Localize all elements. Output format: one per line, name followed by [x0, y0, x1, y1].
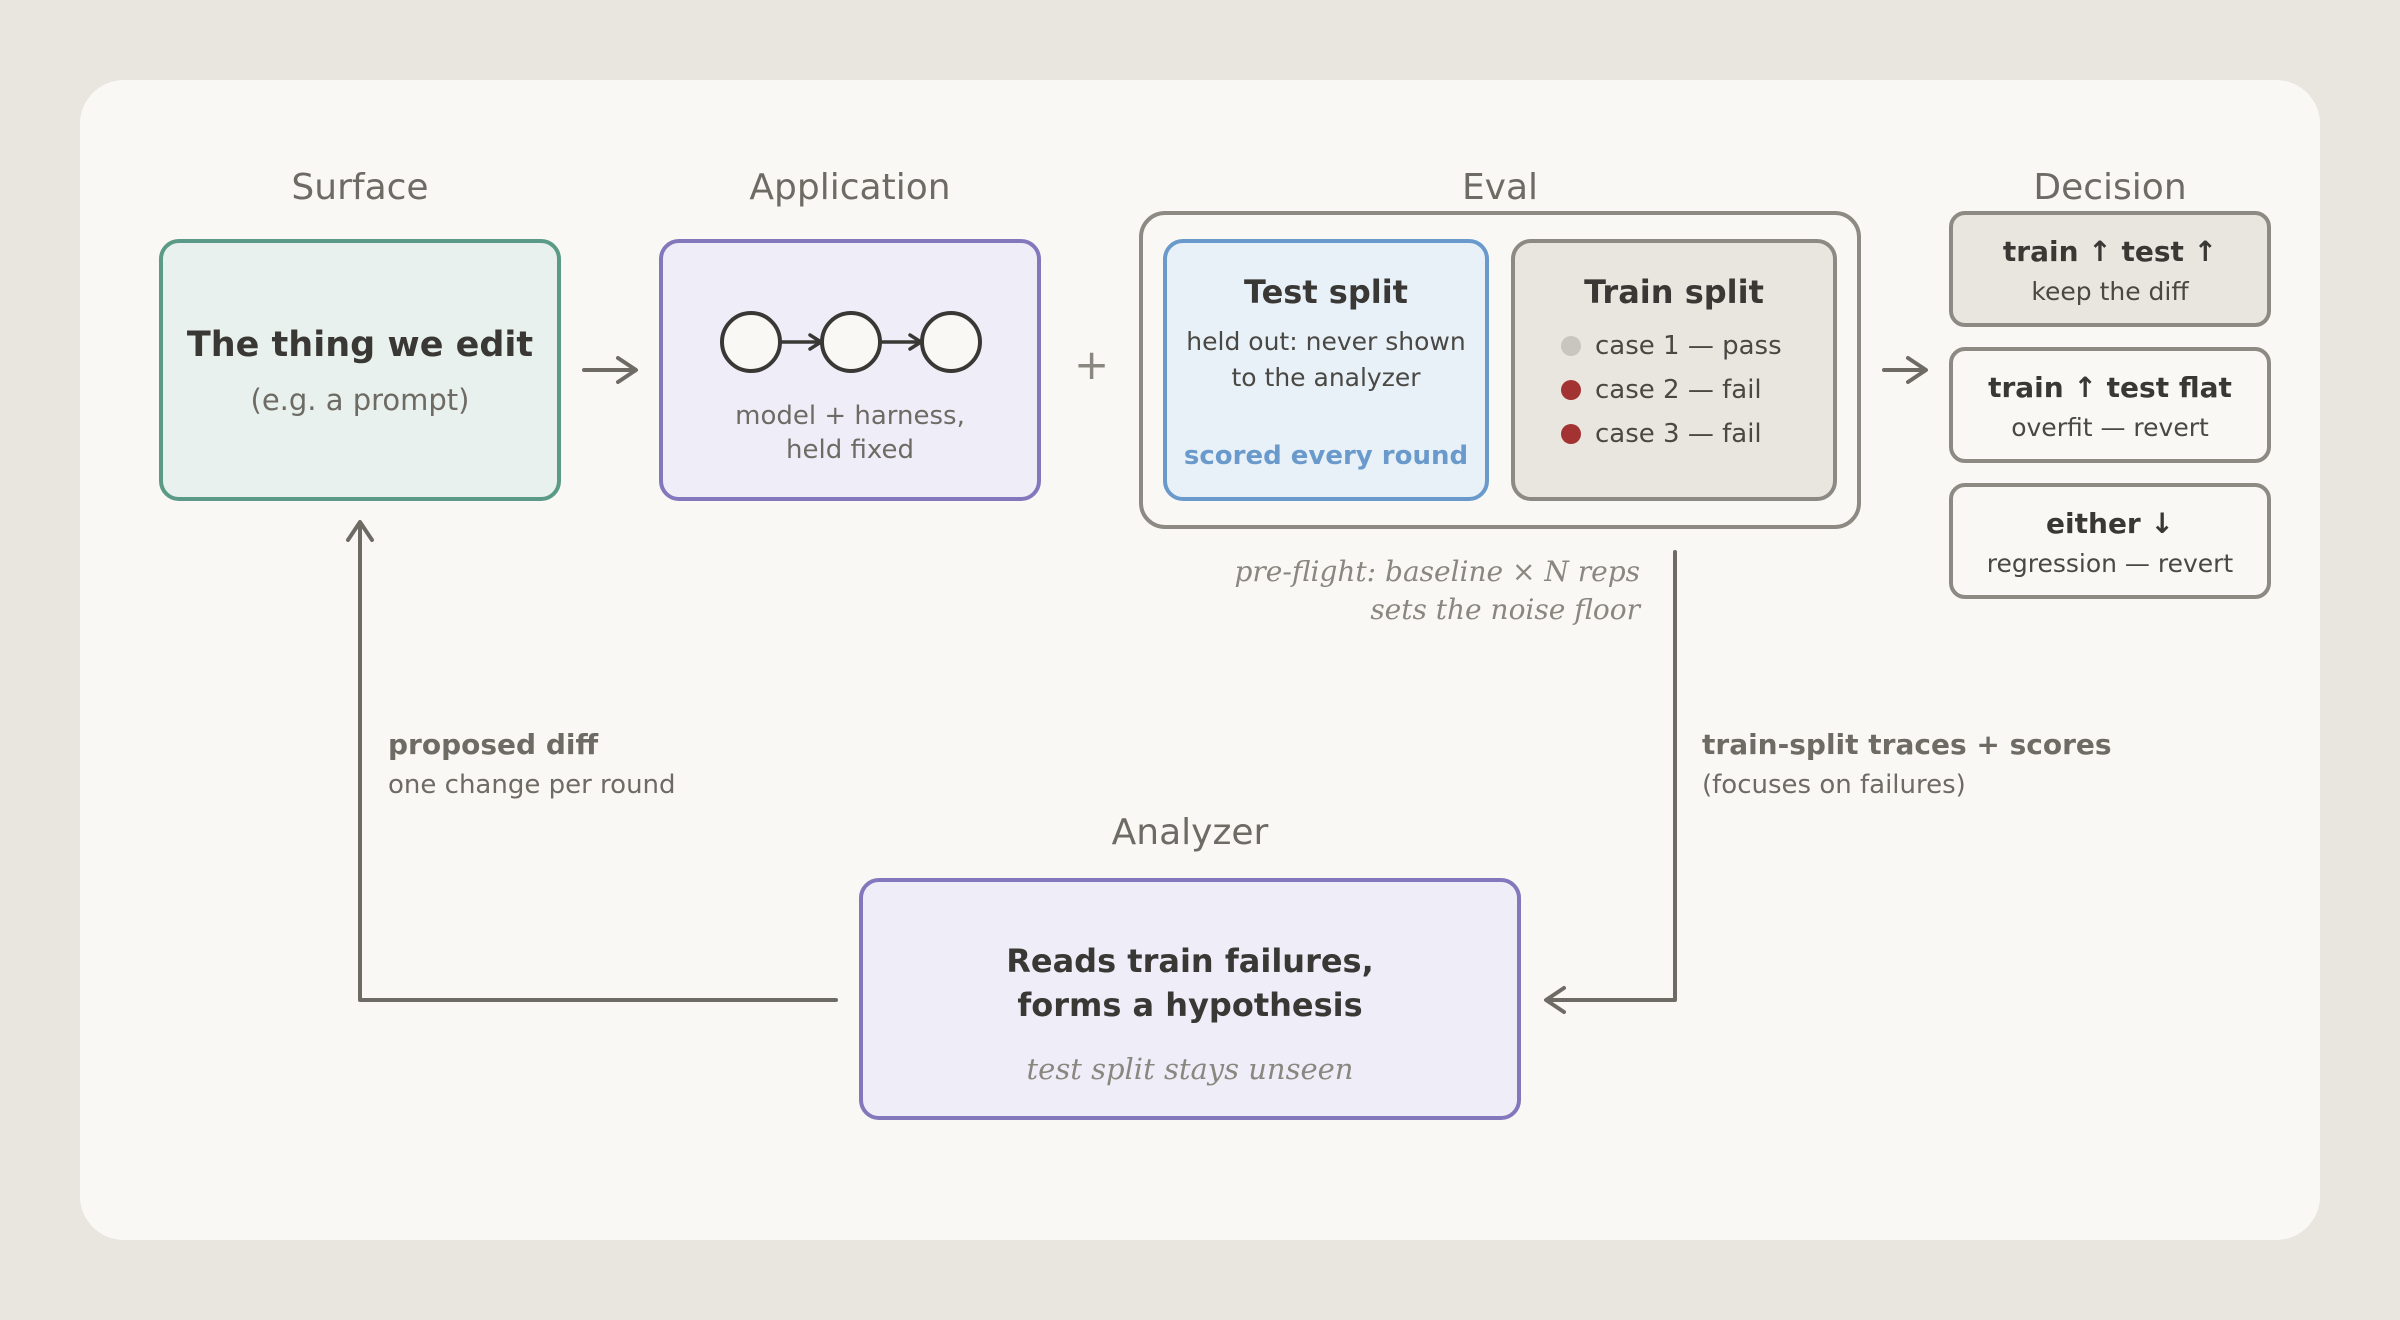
fail-dot-icon [1561, 380, 1581, 400]
train-case-row: case 2 — fail [1561, 375, 1762, 405]
analyzer-line2: forms a hypothesis [1017, 986, 1363, 1024]
proposed-diff-title: proposed diff [388, 728, 599, 761]
arrowhead-traces-to-analyzer [1544, 986, 1566, 1014]
train-case-label: case 2 — fail [1595, 375, 1762, 405]
heading-decision: Decision [2033, 167, 2187, 208]
arrow-diff-to-surface [358, 522, 838, 1002]
analyzer-note: test split stays unseen [1026, 1052, 1354, 1086]
test-split-line2: to the analyzer [1231, 363, 1421, 392]
application-caption-line1: model + harness, [735, 401, 965, 431]
decision-action: keep the diff [2031, 277, 2189, 306]
arrowhead-eval-to-decision [1906, 356, 1928, 384]
preflight-line1: pre-flight: baseline × N reps [1234, 555, 1641, 588]
pipeline-icon [720, 311, 982, 373]
decision-action: overfit — revert [2011, 413, 2209, 442]
train-case-label: case 1 — pass [1595, 331, 1782, 361]
train-case-row: case 3 — fail [1561, 419, 1762, 449]
pass-dot-icon [1561, 336, 1581, 356]
analyzer-line1: Reads train failures, [1006, 942, 1374, 980]
surface-title: The thing we edit [186, 325, 534, 365]
decision-overfit: train ↑ test flat overfit — revert [1949, 347, 2271, 463]
surface-subtitle: (e.g. a prompt) [250, 383, 470, 417]
test-split-footer: scored every round [1183, 441, 1469, 471]
decision-keep: train ↑ test ↑ keep the diff [1949, 211, 2271, 327]
application-box: model + harness, held fixed [659, 239, 1041, 501]
train-split-box: Train split case 1 — pass case 2 — fail … [1511, 239, 1837, 501]
surface-box: The thing we edit (e.g. a prompt) [159, 239, 561, 501]
train-case-label: case 3 — fail [1595, 419, 1762, 449]
arrowhead-surface-to-application [616, 356, 638, 384]
test-split-title: Test split [1244, 273, 1408, 311]
train-case-row: case 1 — pass [1561, 331, 1782, 361]
heading-application: Application [749, 167, 951, 208]
traces-subtitle: (focuses on failures) [1702, 770, 1966, 800]
heading-surface: Surface [291, 167, 429, 208]
train-split-title: Train split [1584, 273, 1764, 311]
decision-action: regression — revert [1986, 549, 2234, 578]
analyzer-box: Reads train failures, forms a hypothesis… [859, 878, 1521, 1120]
decision-title: train ↑ test flat [1988, 371, 2232, 404]
application-caption-line2: held fixed [786, 435, 914, 465]
plus-sign: + [1074, 340, 1110, 389]
heading-analyzer: Analyzer [1111, 812, 1269, 853]
test-split-line1: held out: never shown [1186, 327, 1466, 356]
arrowhead-diff-to-surface [346, 520, 374, 542]
decision-regression: either ↓ regression — revert [1949, 483, 2271, 599]
proposed-diff-subtitle: one change per round [388, 770, 676, 800]
heading-eval: Eval [1461, 167, 1539, 208]
arrow-traces-to-analyzer [1546, 550, 1677, 1002]
fail-dot-icon [1561, 424, 1581, 444]
decision-title: train ↑ test ↑ [2002, 235, 2218, 268]
preflight-line2: sets the noise floor [1370, 593, 1640, 626]
test-split-box: Test split held out: never shown to the … [1163, 239, 1489, 501]
traces-title: train-split traces + scores [1702, 728, 2112, 761]
decision-title: either ↓ [2046, 507, 2174, 540]
eval-container [1139, 211, 1861, 529]
